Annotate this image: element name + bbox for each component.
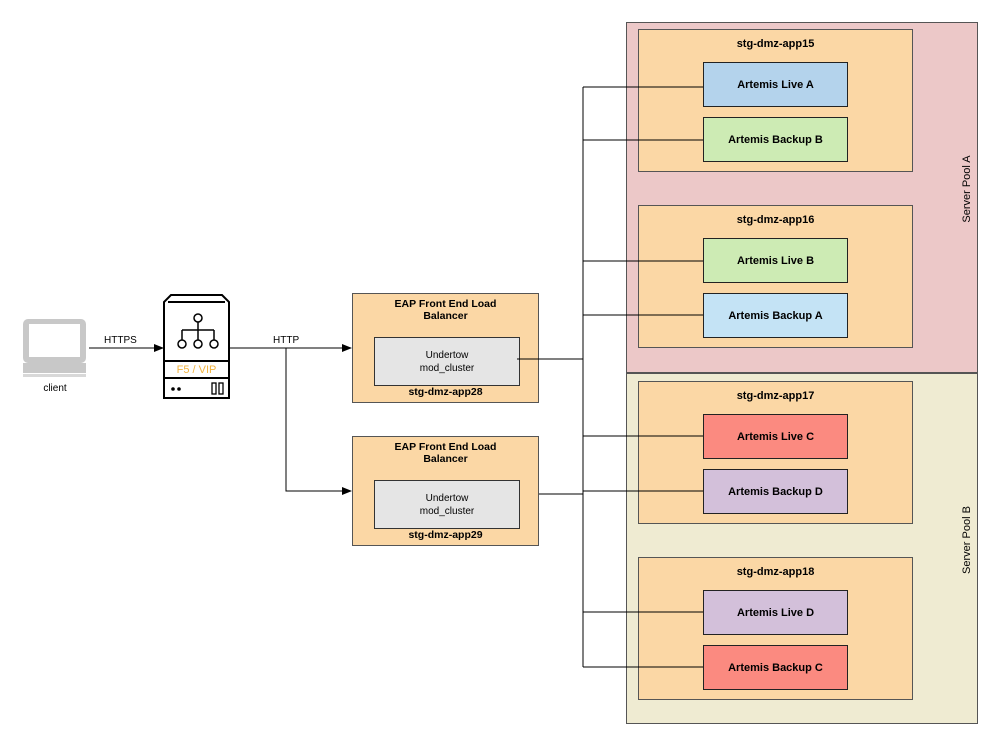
load-balancer-title-line: Balancer (423, 453, 468, 465)
service-box: Artemis Live B (703, 238, 848, 283)
undertow-module-box: Undertow mod_cluster (374, 480, 520, 529)
load-balancer-title: EAP Front End Load Balancer (353, 441, 538, 465)
f5-vip-node: F5 / VIP (163, 294, 230, 400)
undertow-label: Undertow (425, 349, 469, 361)
mod-cluster-label: mod_cluster (419, 505, 475, 517)
service-box: Artemis Live D (703, 590, 848, 635)
client-node: client (20, 318, 90, 398)
service-box: Artemis Backup B (703, 117, 848, 162)
http-label: HTTP (273, 335, 300, 346)
service-box: Artemis Live A (703, 62, 848, 107)
https-label: HTTPS (104, 335, 137, 346)
load-balancer-title: EAP Front End Load Balancer (353, 298, 538, 322)
load-balancer-title-line: Balancer (423, 310, 468, 322)
host-name: stg-dmz-app15 (736, 38, 815, 50)
f5-server-icon (163, 294, 230, 399)
host-name: stg-dmz-app16 (736, 214, 815, 226)
f5-vip-label: F5 / VIP (176, 364, 217, 376)
undertow-label: Undertow (425, 492, 469, 504)
load-balancer-title-line: EAP Front End Load (394, 441, 497, 453)
host-name: stg-dmz-app17 (736, 390, 815, 402)
load-balancer-title-line: EAP Front End Load (394, 298, 497, 310)
service-box: Artemis Backup A (703, 293, 848, 338)
load-balancer-host: stg-dmz-app28 (408, 386, 483, 398)
mod-cluster-label: mod_cluster (419, 362, 475, 374)
undertow-module-box: Undertow mod_cluster (374, 337, 520, 386)
service-box: Artemis Backup C (703, 645, 848, 690)
load-balancer-box: EAP Front End Load Balancer Undertow mod… (352, 293, 539, 403)
client-label: client (43, 383, 67, 394)
service-box: Artemis Live C (703, 414, 848, 459)
host-name: stg-dmz-app18 (736, 566, 815, 578)
load-balancer-box: EAP Front End Load Balancer Undertow mod… (352, 436, 539, 546)
laptop-icon (23, 319, 86, 377)
service-box: Artemis Backup D (703, 469, 848, 514)
http-connector-branch (285, 348, 352, 495)
load-balancer-host: stg-dmz-app29 (408, 529, 483, 541)
